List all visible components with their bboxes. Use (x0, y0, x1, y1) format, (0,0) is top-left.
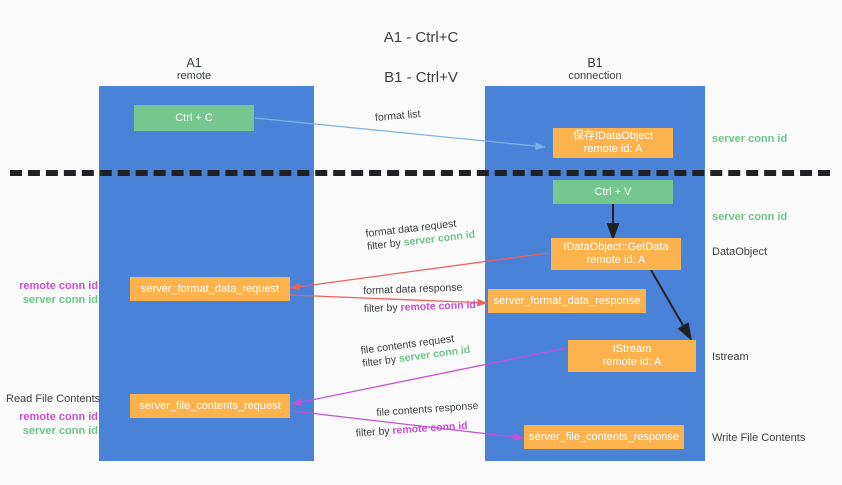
box-server-format-data-response-label: server_format_data_response (493, 294, 641, 307)
left-note-server-conn-id-1: server conn id (22, 294, 98, 306)
title-line-2: B1 - Ctrl+V (384, 69, 458, 86)
box-istream-line2: remote id: A (602, 356, 662, 368)
box-server-file-contents-response-label: server_file_contents_response (529, 430, 679, 443)
box-save-idataobject-line1: 保存IDataObject (572, 130, 654, 142)
box-istream[interactable]: IStream remote id: A (568, 340, 696, 372)
edge-label-format-data-response-filter: filter by remote conn id (363, 299, 477, 315)
left-note-read-file-contents: Read File Contents (6, 393, 101, 405)
box-istream-line1: IStream (612, 343, 652, 355)
box-ctrl-v-line1: Ctrl + V (594, 185, 632, 198)
dashed-separator (10, 170, 830, 176)
filter-value-remote-conn-id-2: remote conn id (392, 419, 468, 437)
box-server-format-data-request[interactable]: server_format_data_request (130, 277, 290, 301)
box-ctrl-c[interactable]: Ctrl + C (134, 105, 254, 131)
edge-label-format-data-response-main: format data response (363, 281, 463, 297)
box-server-file-contents-request-label: server_file_contents_request (139, 399, 281, 412)
edge-label-file-contents-response: file contents response filter by remote … (355, 399, 480, 440)
box-server-file-contents-response[interactable]: server_file_contents_response (524, 425, 684, 449)
edge-label-format-list: format list (374, 108, 421, 124)
column-b1-sub: connection (568, 70, 622, 82)
box-save-idataobject-line2: remote id: A (583, 143, 643, 155)
box-ctrl-c-line1: Ctrl + C (175, 111, 213, 124)
title-line-1: A1 - Ctrl+C (383, 29, 459, 46)
left-note-read-file-contents-group: Read File Contents remote conn id server… (6, 392, 101, 438)
edge-label-file-contents-response-filter: filter by remote conn id (355, 419, 468, 440)
right-note-istream: Istream (712, 351, 749, 363)
edge-label-format-data-response: format data response filter by remote co… (363, 281, 476, 316)
box-server-format-data-response[interactable]: server_format_data_response (488, 289, 646, 313)
left-note-remote-conn-id-1: remote conn id (19, 280, 98, 292)
box-idataobject-getdata-line1: IDataObject::GetData (563, 241, 669, 253)
edge-label-file-contents-request: file contents request filter by server c… (360, 331, 471, 371)
right-note-dataobject: DataObject (712, 246, 768, 258)
edge-label-format-data-request: format data request filter by server con… (365, 216, 476, 254)
page-title: A1 - Ctrl+C B1 - Ctrl+V (0, 8, 842, 108)
box-idataobject-getdata-line2: remote id: A (586, 254, 646, 266)
filter-value-remote-conn-id-1: remote conn id (400, 299, 477, 314)
right-note-write-file-contents: Write File Contents (712, 432, 806, 444)
left-note-server-conn-id-2: server conn id (22, 425, 98, 437)
right-note-server-conn-id-mid: server conn id (712, 211, 788, 223)
right-note-server-conn-id-top: server conn id (712, 133, 788, 145)
box-ctrl-v[interactable]: Ctrl + V (553, 180, 673, 204)
box-server-file-contents-request[interactable]: server_file_contents_request (130, 394, 290, 418)
column-b1-name: B1 (587, 56, 603, 70)
column-a1-sub: remote (176, 70, 212, 82)
column-a1-name: A1 (186, 56, 202, 70)
left-note-remote-conn-id-2: remote conn id (19, 411, 98, 423)
box-save-idataobject[interactable]: 保存IDataObject remote id: A (553, 128, 673, 158)
edge-label-file-contents-response-main: file contents response (376, 399, 479, 419)
box-server-format-data-request-label: server_format_data_request (140, 282, 280, 295)
box-idataobject-getdata[interactable]: IDataObject::GetData remote id: A (551, 238, 681, 270)
column-header-b1: B1 connection (535, 57, 655, 83)
left-note-format-conn-ids: remote conn id server conn id (8, 279, 98, 307)
column-header-a1: A1 remote (134, 57, 254, 83)
